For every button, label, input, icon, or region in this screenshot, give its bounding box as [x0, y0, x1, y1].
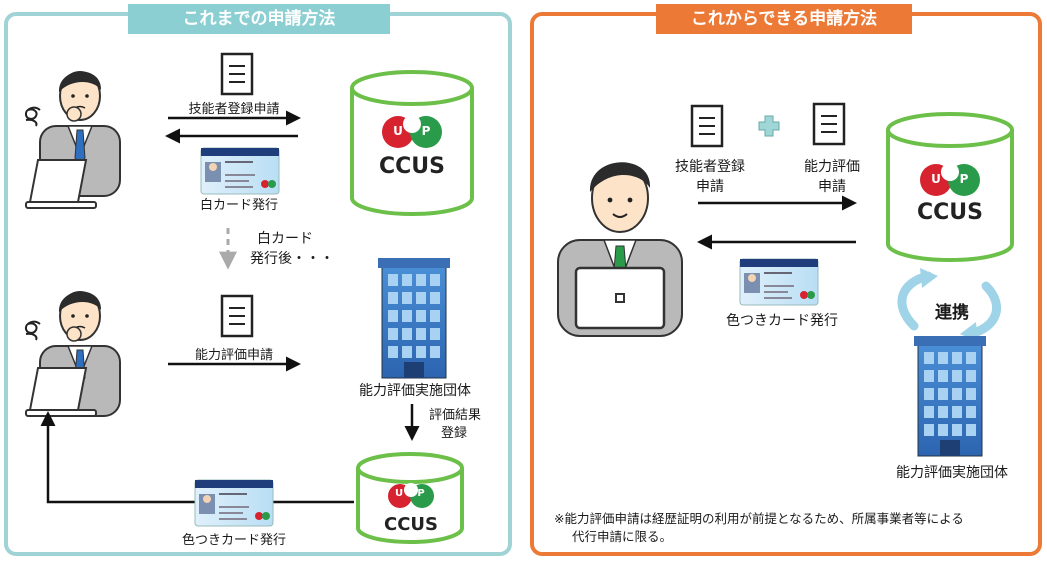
document-icon-2: [220, 294, 254, 338]
ccus-logo-u-3: U: [931, 172, 941, 186]
assessor-building-icon-1: [377, 257, 451, 379]
color-card-icon-right: [739, 258, 819, 306]
label-assessor-right: 能力評価実施団体: [896, 465, 1008, 481]
label-color-card-issue-right: 色つきカード発行: [726, 313, 838, 329]
label-doc1-line2: 申請: [696, 179, 724, 195]
label-eval-result-1: 評価結果: [428, 408, 481, 423]
label-after-white-card-1: 白カード: [257, 231, 313, 247]
ccus-logo-p-1: P: [421, 124, 431, 138]
label-link: 連携: [935, 303, 969, 323]
label-white-card-issue: 白カード発行: [199, 198, 278, 213]
plus-icon: [758, 115, 780, 137]
ccus-logo-text-3: CCUS: [917, 200, 983, 225]
ccus-database-icon-1: [350, 70, 474, 216]
document-icon-4: [812, 102, 846, 146]
ccus-logo-text-1: CCUS: [379, 154, 445, 179]
color-card-icon-left: [194, 479, 274, 527]
ccus-logo-p-2: P: [417, 488, 425, 499]
right-panel-title: これからできる申請方法: [656, 4, 912, 34]
label-assessment-application: 能力評価申請: [194, 348, 273, 363]
footnote-line2: 代行申請に限る。: [572, 529, 673, 544]
label-after-white-card-2: 発行後・・・: [250, 251, 334, 267]
document-icon-1: [220, 52, 254, 96]
label-doc1-line1: 技能者登録: [675, 159, 745, 175]
left-panel-title: これまでの申請方法: [128, 4, 390, 34]
ccus-logo-u-2: U: [394, 488, 404, 499]
label-doc2-line2: 申請: [818, 179, 846, 195]
ccus-logo-p-3: P: [959, 172, 969, 186]
assessor-building-icon-2: [913, 335, 987, 457]
white-card-icon: [200, 147, 280, 195]
ccus-logo-u-1: U: [393, 124, 403, 138]
ccus-database-icon-3: [886, 112, 1014, 262]
label-skill-registration: 技能者登録申請: [188, 102, 280, 117]
person-with-laptop-icon: [557, 162, 683, 337]
ccus-database-icon-2: [356, 452, 464, 544]
label-doc2-line1: 能力評価: [804, 159, 860, 175]
label-assessor-left: 能力評価実施団体: [359, 383, 471, 399]
ccus-logo-text-2: CCUS: [384, 514, 438, 535]
document-icon-3: [690, 104, 724, 148]
footnote-line1: ※能力評価申請は経歴証明の利用が前提となるため、所属事業者等による: [554, 511, 964, 526]
label-eval-result-2: 登録: [440, 426, 467, 441]
label-color-card-issue-left: 色つきカード発行: [181, 533, 286, 548]
